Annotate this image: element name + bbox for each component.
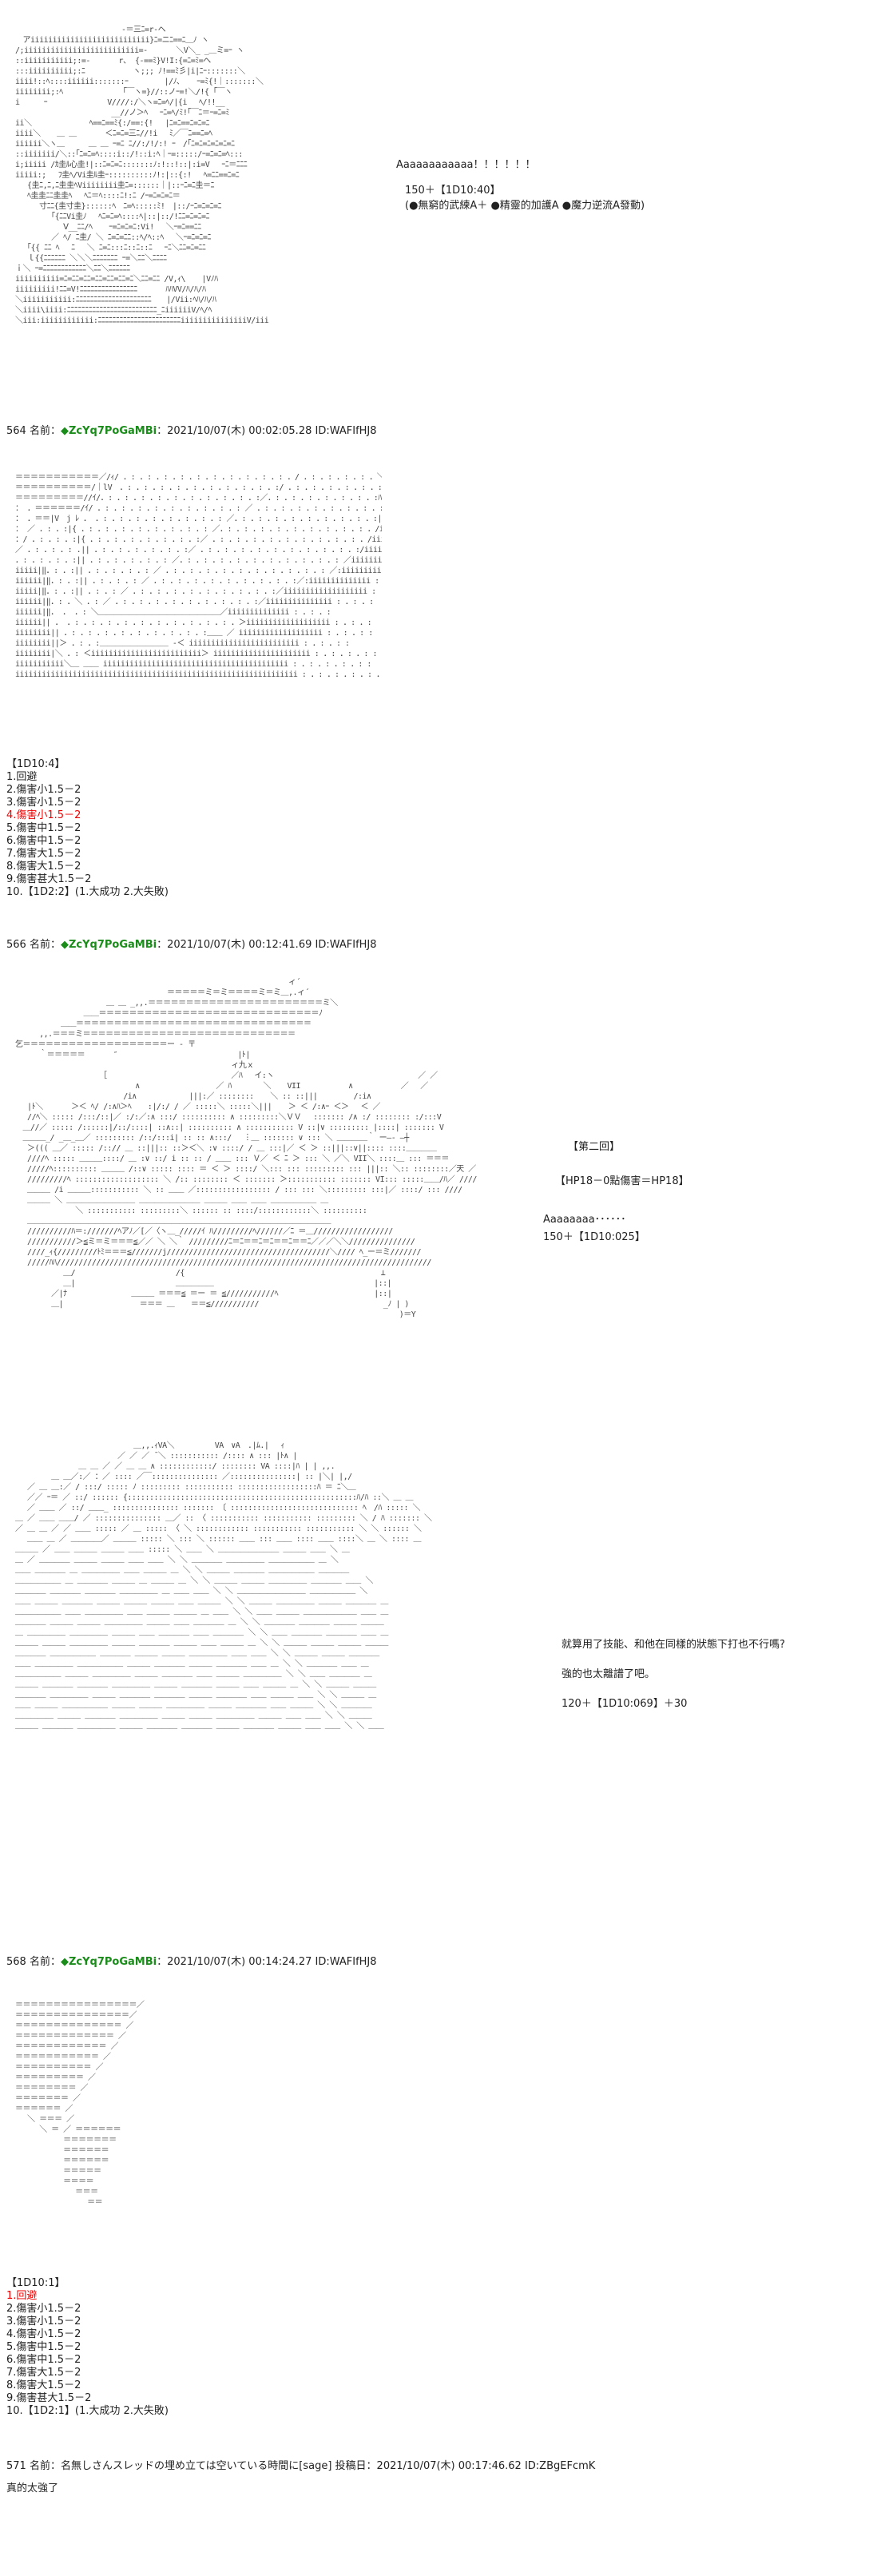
ascii-art-4: ＿,,.ｨVA＼ VA ∨A .|ﾑ.| ｨ ／ ／ ／ ̄ ＼ :::::::… bbox=[15, 1441, 432, 1731]
dice-title: 【1D10:4】 bbox=[6, 758, 65, 770]
dice-item: 9.傷害甚大1.5－2 bbox=[6, 873, 92, 885]
post-number: 568 bbox=[6, 1956, 26, 1968]
section3-line1: 就算用了技能、和他在同樣的狀態下打也不行嗎? bbox=[562, 1639, 785, 1651]
post-date: ：2021/10/07(木) 00:02:05.28 bbox=[157, 425, 312, 437]
ascii-art-5: ＝＝＝＝＝＝＝＝＝＝＝＝＝＝＝＝／ ＝＝＝＝＝＝＝＝＝＝＝＝＝＝＝／ ＝＝＝＝＝… bbox=[15, 2001, 145, 2207]
dice-item: 5.傷害中1.5－2 bbox=[6, 2341, 81, 2353]
section3-roll: 120＋【1D10:069】＋30 bbox=[562, 1698, 688, 1710]
post-date: ：2021/10/07(木) 00:12:41.69 bbox=[157, 939, 312, 951]
section3-line2: 強的也太離譜了吧。 bbox=[562, 1668, 656, 1680]
section2-round: 【第二回】 bbox=[568, 1141, 621, 1153]
dice-item: 3.傷害小1.5－2 bbox=[6, 2316, 81, 2328]
dice-item-highlighted: 1.回避 bbox=[6, 2290, 38, 2302]
section2-cry: Aaaaaaaa･･････ bbox=[543, 1214, 626, 1226]
dice-item: 7.傷害大1.5－2 bbox=[6, 848, 81, 860]
dice-item: 10.【1D2:2】(1.大成功 2.大失敗) bbox=[6, 886, 169, 898]
dice-title: 【1D10:1】 bbox=[6, 2277, 65, 2289]
post-trip[interactable]: ◆ZcYq7PoGaMBi bbox=[60, 1956, 157, 1968]
dice-item: 1.回避 bbox=[6, 771, 38, 783]
dice-item: 8.傷害大1.5－2 bbox=[6, 861, 81, 873]
ascii-art-2: ＝＝＝＝＝＝＝＝＝＝＝／/ｨ/ ．: ．: ．: ．: ．: ．: ．: ．: … bbox=[15, 473, 382, 679]
post-header-571: 571 名前：名無しさんスレッドの埋め立ては空いている時間に[sage] 投稿日… bbox=[6, 2460, 596, 2472]
post-name-label: 名前： bbox=[29, 1956, 61, 1968]
post-number: 566 bbox=[6, 939, 26, 951]
section2-hp: 【HP18－0點傷害＝HP18】 bbox=[555, 1175, 689, 1187]
post-id[interactable]: ID:WAFIfHJ8 bbox=[315, 425, 377, 437]
dice-item: 2.傷害小1.5－2 bbox=[6, 784, 81, 796]
post-id[interactable]: ID:WAFIfHJ8 bbox=[315, 939, 377, 951]
dice-item: 8.傷害大1.5－2 bbox=[6, 2379, 81, 2391]
section1-exclaim: Aaaaaaaaaaaa！！！！！！ bbox=[396, 159, 536, 171]
dice-item: 10.【1D2:1】(1.大成功 2.大失敗) bbox=[6, 2405, 169, 2417]
section2-roll: 150＋【1D10:025】 bbox=[543, 1231, 645, 1243]
dice-item: 5.傷害中1.5－2 bbox=[6, 822, 81, 834]
dice-item: 6.傷害中1.5－2 bbox=[6, 2354, 81, 2366]
post-header-568: 568 名前：◆ZcYq7PoGaMBi：2021/10/07(木) 00:14… bbox=[6, 1953, 377, 1968]
post-id[interactable]: ID:WAFIfHJ8 bbox=[315, 1956, 377, 1968]
dice-item: 9.傷害甚大1.5－2 bbox=[6, 2392, 92, 2404]
section1-skills: (●無窮的武練A＋ ●精靈的加護A ●魔力逆流A發動) bbox=[405, 200, 645, 212]
post-header-566: 566 名前：◆ZcYq7PoGaMBi：2021/10/07(木) 00:12… bbox=[6, 936, 377, 951]
post-number: 564 bbox=[6, 425, 26, 437]
dice-item: 7.傷害大1.5－2 bbox=[6, 2367, 81, 2379]
post-name-label: 名前： bbox=[29, 425, 61, 437]
dice-item-highlighted: 4.傷害小1.5－2 bbox=[6, 809, 81, 821]
post-trip[interactable]: ◆ZcYq7PoGaMBi bbox=[60, 939, 157, 951]
dice-item: 6.傷害中1.5－2 bbox=[6, 835, 81, 847]
dice-item: 2.傷害小1.5－2 bbox=[6, 2303, 81, 2315]
post-header-564: 564 名前：◆ZcYq7PoGaMBi：2021/10/07(木) 00:02… bbox=[6, 422, 377, 437]
post-name-label: 名前： bbox=[29, 939, 61, 951]
dice-list-2: 【1D10:1】 1.回避 2.傷害小1.5－2 3.傷害小1.5－2 4.傷害… bbox=[6, 2277, 169, 2418]
post-trip[interactable]: ◆ZcYq7PoGaMBi bbox=[60, 425, 157, 437]
dice-list-1: 【1D10:4】 1.回避 2.傷害小1.5－2 3.傷害小1.5－2 4.傷害… bbox=[6, 758, 169, 899]
dice-item: 3.傷害小1.5－2 bbox=[6, 797, 81, 809]
ascii-art-1: -＝三ﾆ=r‐ヘ アiiiiiiiiiiiiiiiiiiiiiiiiiii}ﾆ=… bbox=[15, 26, 269, 325]
ascii-art-3: ィ´ ＝＝＝＝＝ミ＝ミ＝＝＝＝ミ＝ミ＿,.ィ´ ＿ ＿ _,,.＝＝＝＝＝＝＝＝… bbox=[15, 978, 477, 1319]
post-date: ：2021/10/07(木) 00:14:24.27 bbox=[157, 1956, 312, 1968]
dice-item: 4.傷害小1.5－2 bbox=[6, 2328, 81, 2340]
section1-roll: 150＋【1D10:40】 bbox=[405, 185, 501, 197]
post-body-571: 真的太強了 bbox=[6, 2483, 59, 2495]
